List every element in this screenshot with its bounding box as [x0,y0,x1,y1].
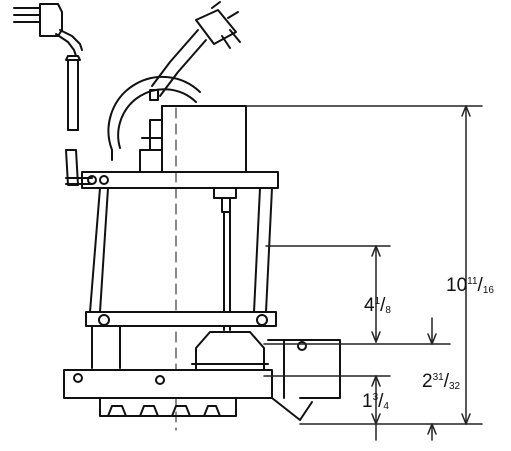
dim-numerator: 31 [432,372,444,383]
dimension-label-float-travel: 41/8 [364,295,391,316]
pump-body [89,107,273,431]
dimension-label-base-height: 13/4 [362,391,389,412]
dimension-label-overall-height: 1011/16 [446,275,494,296]
dim-whole: 2 [422,371,433,392]
dim-whole: 10 [446,275,468,296]
switch-plug-icon [151,1,241,97]
dim-numerator: 11 [467,276,478,287]
top-flange [65,171,279,213]
discharge-outlet [267,339,341,421]
dim-denominator: 4 [383,401,389,412]
dim-denominator: 8 [385,305,391,316]
dim-whole: 4 [364,295,375,316]
lower-flange [85,311,277,369]
dimension-lines [245,105,483,441]
dim-whole: 1 [362,391,373,412]
dim-denominator: 16 [482,285,494,296]
dim-denominator: 32 [448,381,461,392]
plug-icon [13,3,83,186]
dim-numerator: 3 [372,392,379,403]
pump-base [63,369,273,417]
dim-numerator: 1 [374,296,381,307]
dimension-label-discharge-height: 231/32 [422,371,461,392]
